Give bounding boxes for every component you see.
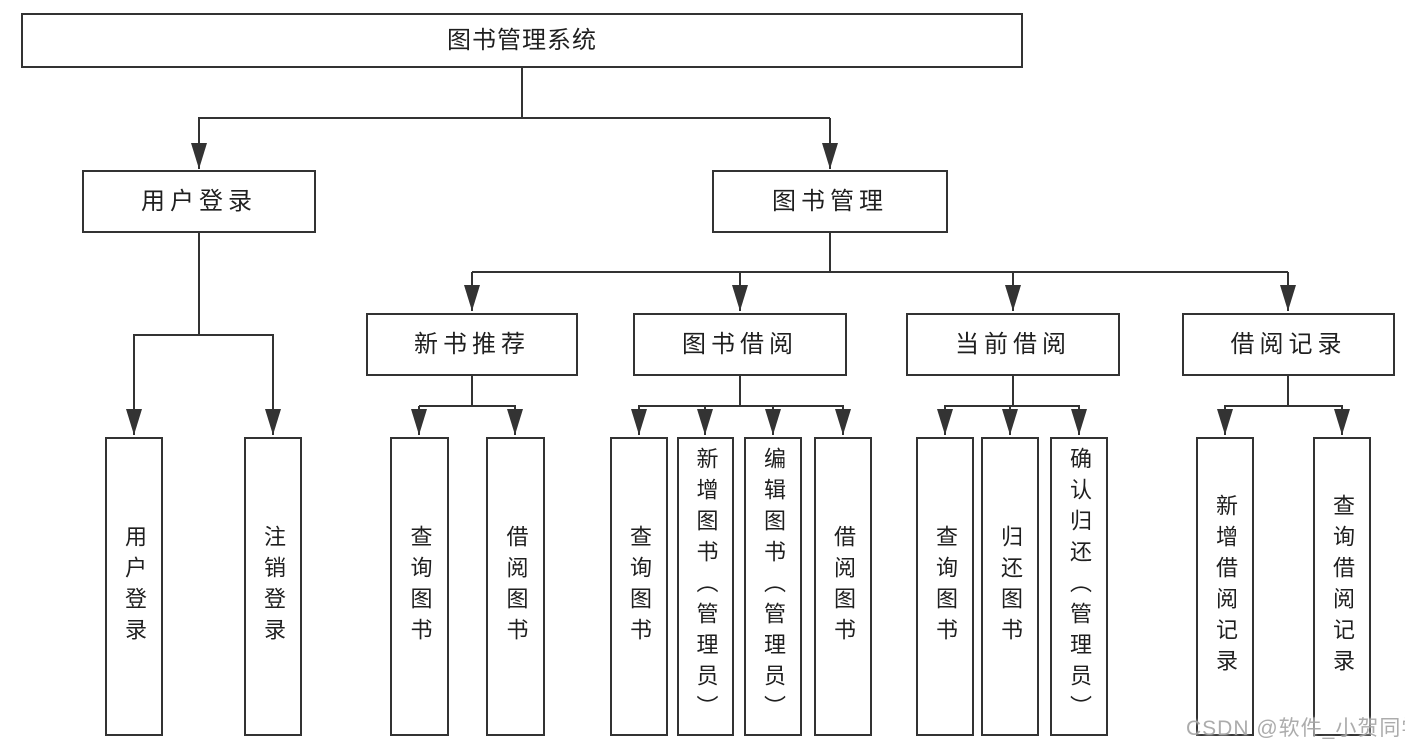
leaf-borrow-books-recommend: 借阅图书 [486, 437, 545, 736]
node-book-management: 图书管理 [712, 170, 948, 233]
node-user-login: 用户登录 [82, 170, 316, 233]
leaf-edit-book-admin-label: 编辑图书（管理员） [761, 447, 786, 726]
leaf-confirm-return-admin: 确认归还（管理员） [1050, 437, 1108, 736]
leaf-return-books: 归还图书 [981, 437, 1039, 736]
connector-book-borrow-children [631, 376, 851, 435]
node-borrowing-records-label: 借阅记录 [1230, 330, 1347, 358]
leaf-confirm-return-admin-label: 确认归还（管理员） [1067, 447, 1092, 726]
leaf-borrow-books-2-label: 借阅图书 [831, 524, 856, 649]
leaf-add-borrow-record-label: 新增借阅记录 [1213, 493, 1238, 680]
connector-new-book-children [411, 376, 523, 435]
node-root-system-label: 图书管理系统 [447, 26, 597, 54]
leaf-add-book-admin-label: 新增图书（管理员） [693, 447, 719, 726]
csdn-watermark: CSDN @软件_小贺同学 [1186, 717, 1405, 740]
leaf-query-books-recommend: 查询图书 [390, 437, 449, 736]
leaf-edit-book-admin: 编辑图书（管理员） [744, 437, 802, 736]
node-new-book-recommendation-label: 新书推荐 [414, 330, 530, 358]
leaf-logout-login: 注销登录 [244, 437, 302, 736]
connector-user-login-children [126, 233, 281, 435]
node-root-system: 图书管理系统 [21, 13, 1023, 68]
connector-current-borrow-children [937, 376, 1087, 435]
leaf-borrow-books-2: 借阅图书 [814, 437, 872, 736]
connector-book-management-children [464, 233, 1296, 311]
leaf-query-books-borrow-label: 查询图书 [627, 524, 652, 649]
node-book-borrowing: 图书借阅 [633, 313, 847, 376]
leaf-user-login: 用户登录 [105, 437, 163, 736]
node-current-borrowing: 当前借阅 [906, 313, 1120, 376]
leaf-query-books-recommend-label: 查询图书 [407, 524, 433, 649]
node-borrowing-records: 借阅记录 [1182, 313, 1395, 376]
connector-borrow-record-children [1217, 376, 1350, 435]
leaf-query-books-borrow: 查询图书 [610, 437, 668, 736]
leaf-return-books-label: 归还图书 [998, 524, 1023, 649]
leaf-query-borrow-record: 查询借阅记录 [1313, 437, 1371, 736]
leaf-logout-login-label: 注销登录 [261, 524, 286, 649]
node-book-management-label: 图书管理 [772, 187, 888, 215]
leaf-borrow-books-recommend-label: 借阅图书 [503, 524, 529, 649]
node-book-borrowing-label: 图书借阅 [682, 330, 798, 358]
node-user-login-label: 用户登录 [141, 187, 257, 215]
leaf-user-login-label: 用户登录 [122, 524, 147, 649]
leaf-query-books-current: 查询图书 [916, 437, 974, 736]
leaf-add-borrow-record: 新增借阅记录 [1196, 437, 1254, 736]
connector-root-to-level2 [191, 68, 838, 169]
leaf-add-book-admin: 新增图书（管理员） [677, 437, 734, 736]
leaf-query-borrow-record-label: 查询借阅记录 [1330, 493, 1355, 680]
node-new-book-recommendation: 新书推荐 [366, 313, 578, 376]
node-current-borrowing-label: 当前借阅 [955, 330, 1071, 358]
leaf-query-books-current-label: 查询图书 [933, 524, 958, 649]
